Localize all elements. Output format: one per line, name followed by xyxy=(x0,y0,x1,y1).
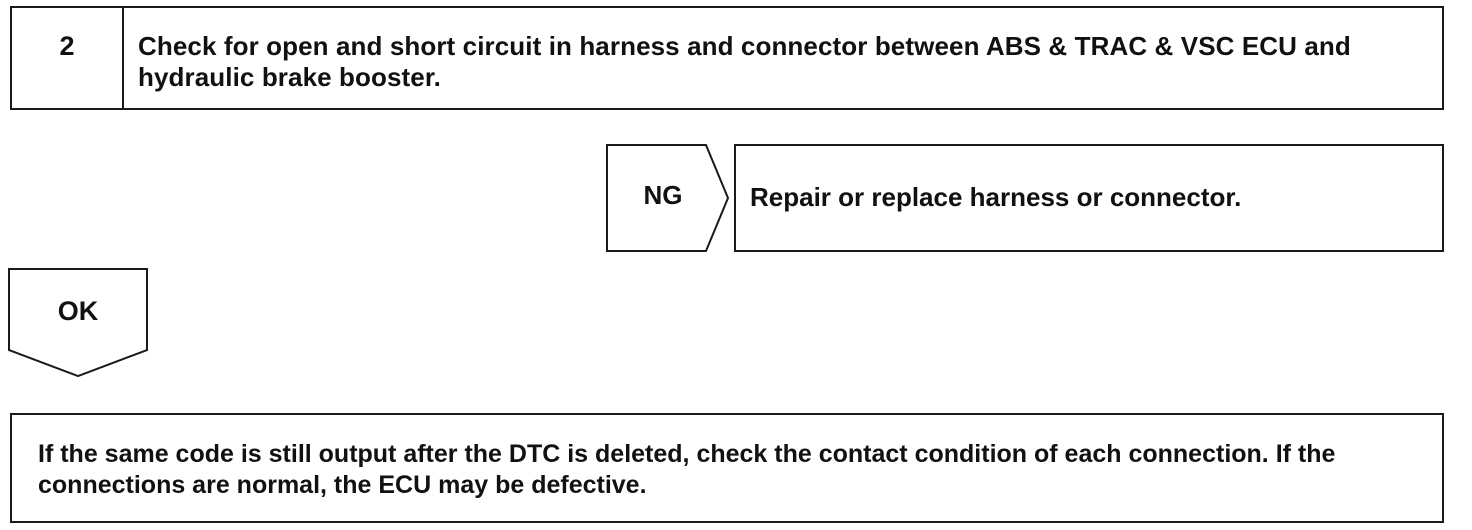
step-header-box: 2 Check for open and short circuit in ha… xyxy=(10,6,1444,110)
ng-arrow-shape xyxy=(606,144,730,252)
step-number: 2 xyxy=(12,8,124,108)
ok-arrow-shape xyxy=(8,268,148,378)
note-box: If the same code is still output after t… xyxy=(10,413,1444,523)
ng-action-text: Repair or replace harness or connector. xyxy=(750,182,1242,212)
ok-label: OK xyxy=(57,296,99,326)
ng-label: NG xyxy=(643,180,683,210)
ng-action-box: Repair or replace harness or connector. xyxy=(734,144,1444,252)
step-title: Check for open and short circuit in harn… xyxy=(138,31,1351,92)
note-text: If the same code is still output after t… xyxy=(38,440,1336,499)
